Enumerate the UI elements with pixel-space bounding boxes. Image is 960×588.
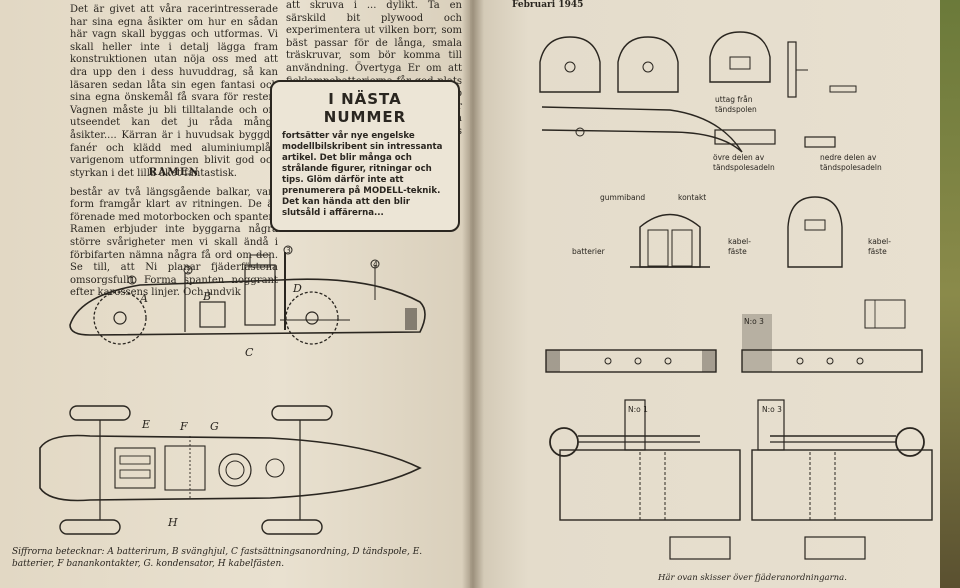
label-faste1: fäste	[728, 247, 747, 256]
book-gutter	[462, 0, 484, 588]
article-paragraph-ramen: består av två längsgående balkar, vars f…	[70, 186, 278, 299]
label-tandspolen: tändspolen	[715, 105, 757, 114]
label-kabel1: kabel-	[728, 237, 751, 246]
section-heading: RAMEN	[148, 166, 200, 178]
callout-3: 3	[286, 246, 291, 255]
label-f: F	[179, 420, 188, 433]
callout-1: 1	[130, 276, 135, 285]
callout-4: 4	[373, 260, 378, 269]
article-column-1b: RAMEN består av två längsgående balkar, …	[70, 156, 278, 300]
ignition-parts-drawing: uttag från tändspolen övre delen av tänd…	[530, 22, 950, 576]
next-issue-title-1: I NÄSTA	[328, 90, 402, 108]
label-nedre: nedre delen av	[820, 153, 877, 162]
left-page: Det är givet att våra racerintresserade …	[0, 0, 470, 588]
label-b: B	[202, 290, 211, 303]
label-h: H	[167, 516, 178, 529]
next-issue-title-2: NUMMER	[323, 108, 407, 126]
article-paragraph-intro: Det är givet att våra racerintresserade …	[70, 4, 278, 179]
ignition-parts-svg: uttag från tändspolen övre delen av tänd…	[539, 31, 933, 560]
callout-2: 2	[186, 266, 191, 275]
label-kabel2: kabel-	[868, 237, 891, 246]
right-figure-caption: Här ovan skisser över fjäderanordningarn…	[658, 573, 847, 583]
label-no1: N:o 1	[628, 405, 648, 414]
label-g: G	[210, 420, 219, 433]
label-batterier: batterier	[572, 247, 606, 256]
car-side-view-svg: 1 2 3 4 A B C D	[69, 245, 426, 359]
label-kontakt: kontakt	[678, 193, 706, 202]
label-ovre: övre delen av	[713, 153, 765, 162]
label-d: D	[292, 282, 302, 295]
label-no3-top: N:o 3	[744, 317, 764, 326]
label-ovre2: tändspolesadeln	[713, 163, 775, 172]
article-column-1: Det är givet att våra racerintresserade …	[70, 4, 278, 180]
figure-caption: Siffrorna betecknar: A batterirum, B svä…	[12, 547, 423, 569]
label-e: E	[141, 418, 150, 431]
right-page: Februari 1945 uttag från tändspolen	[470, 0, 960, 588]
label-a: A	[139, 292, 148, 305]
car-side-view-drawing: 1 2 3 4 A B C D	[50, 240, 450, 364]
label-uttag: uttag från	[715, 95, 753, 104]
label-c: C	[245, 346, 254, 359]
label-gummiband: gummiband	[600, 193, 645, 202]
next-issue-box: I NÄSTA NUMMER fortsätter vår nye engels…	[270, 80, 460, 232]
label-nedre2: tändspolesadeln	[820, 163, 882, 172]
next-issue-text: fortsätter vår nye engelske modellbilskr…	[282, 131, 443, 218]
label-no3: N:o 3	[762, 405, 782, 414]
page-header-date: Februari 1945	[512, 0, 584, 10]
car-top-view-drawing: E F G H	[30, 398, 430, 548]
background-edge-right	[940, 0, 960, 588]
car-top-view-svg: E F G H	[39, 405, 422, 535]
label-faste2: fäste	[868, 247, 887, 256]
